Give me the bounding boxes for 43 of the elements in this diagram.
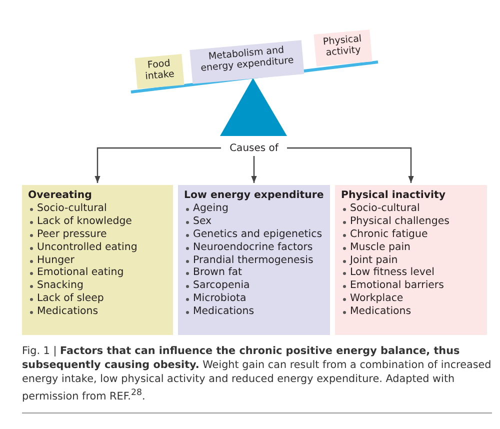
list-item: Physical challenges [341,216,481,229]
list-item: Medications [341,306,481,320]
category-box [335,185,487,335]
list-item: Medications [28,306,167,320]
list-item: Microbiota [184,293,324,306]
list-item: Emotional eating [28,267,167,280]
list-item: Socio-cultural [341,202,481,216]
list-item: Lack of knowledge [28,216,167,229]
list-item: Sarcopenia [184,280,324,294]
box-heading: Physical inactivity [341,190,447,203]
arrow [94,147,221,183]
list-item: Low fitness level [341,267,481,280]
box-heading: Overeating [28,190,93,203]
list-item: Medications [184,306,324,320]
list-item: Lack of sleep [28,293,167,306]
list-item: Emotional barriers [341,280,481,294]
list-item: Chronic fatigue [341,228,481,242]
list-item: Ageing [184,202,324,216]
list-item: Hunger [28,254,167,268]
list-item: Peer pressure [28,228,167,242]
box-label: Physical activity [322,32,364,60]
list-item: Brown fat [184,267,324,280]
list-item: Muscle pain [341,242,481,255]
list-item: Prandial thermogenesis [184,254,324,268]
box-heading: Low energy expenditure [184,190,324,203]
list-item: Snacking [28,280,167,294]
label-box [314,30,372,66]
list-item: Uncontrolled eating [28,242,167,255]
list-item: Sex [184,216,324,229]
box-label: Food intake [144,57,176,83]
category-box [178,185,330,335]
label-box [134,54,184,89]
label-box [22,185,173,335]
arrow [251,156,257,183]
box-label: Metabolism and energy expenditure [199,44,296,74]
list-item: Workplace [341,293,481,306]
arrow [287,147,414,183]
connector-label: Causes of [228,143,280,154]
figure-caption: Fig. 1 | Factors that can influence the chronic positive energy balance, thus subsequently causing obesity. Weight gain can result from a combination of increased energy intake, low physical activity and reduced energy expenditure. Adapted with permission from REF.$^{28}$. [22,344,492,404]
list-item: Socio-cultural [28,202,167,216]
list-item: Joint pain [341,254,481,268]
list-item: Neuroendocrine factors [184,242,324,255]
list-item: Genetics and epigenetics [184,228,324,242]
